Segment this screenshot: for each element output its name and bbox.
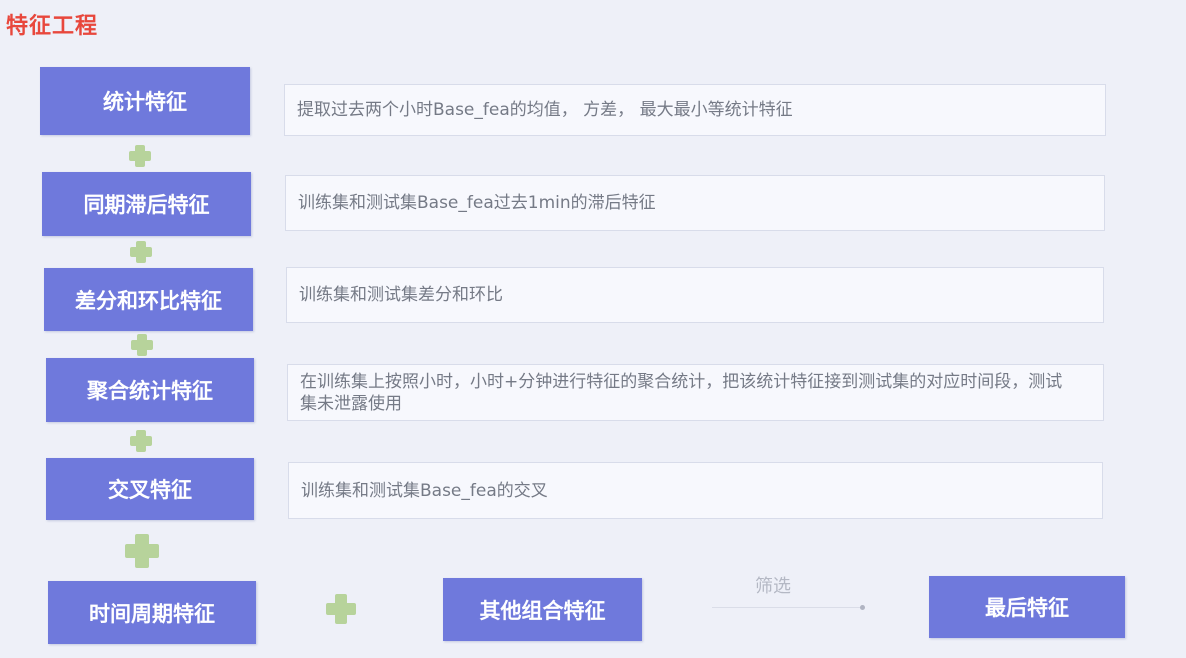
plus-icon (130, 430, 152, 452)
final-feature-box: 最后特征 (929, 576, 1125, 638)
step-desc-statistical: 提取过去两个小时Base_fea的均值， 方差， 最大最小等统计特征 (284, 84, 1106, 136)
step-label: 差分和环比特征 (75, 288, 222, 313)
step-desc-text: 训练集和测试集Base_fea过去1min的滞后特征 (298, 193, 656, 213)
step-desc-lag: 训练集和测试集Base_fea过去1min的滞后特征 (285, 175, 1105, 231)
step-desc-text: 在训练集上按照小时，小时+分钟进行特征的聚合统计，把该统计特征接到测试集的对应时… (300, 371, 1063, 414)
final-feature-label: 最后特征 (985, 596, 1069, 620)
slide-title: 特征工程 (6, 14, 99, 39)
plus-icon (129, 145, 151, 167)
plus-icon (125, 534, 159, 568)
other-combined-feature-box: 其他组合特征 (443, 578, 642, 641)
time-period-feature-box: 时间周期特征 (48, 581, 256, 644)
time-period-feature-label: 时间周期特征 (89, 601, 215, 626)
step-box-aggregate: 聚合统计特征 (46, 358, 254, 422)
step-box-cross: 交叉特征 (46, 458, 254, 520)
plus-icon (131, 334, 153, 356)
step-desc-text: 训练集和测试集差分和环比 (299, 285, 503, 305)
step-desc-diff: 训练集和测试集差分和环比 (286, 267, 1104, 323)
step-box-statistical: 统计特征 (40, 67, 250, 135)
plus-icon (130, 241, 152, 263)
arrow-head-icon (860, 605, 865, 610)
step-label: 统计特征 (103, 90, 187, 114)
step-desc-text: 提取过去两个小时Base_fea的均值， 方差， 最大最小等统计特征 (297, 100, 793, 120)
step-desc-text: 训练集和测试集Base_fea的交叉 (301, 480, 548, 501)
step-desc-cross: 训练集和测试集Base_fea的交叉 (288, 462, 1103, 519)
step-desc-aggregate: 在训练集上按照小时，小时+分钟进行特征的聚合统计，把该统计特征接到测试集的对应时… (287, 364, 1104, 421)
step-label: 同期滞后特征 (83, 193, 210, 217)
step-label: 聚合统计特征 (87, 379, 213, 403)
filter-arrow-line (712, 607, 862, 608)
step-box-diff: 差分和环比特征 (44, 268, 253, 331)
step-label: 交叉特征 (108, 478, 192, 502)
filter-label: 筛选 (755, 576, 791, 597)
step-box-lag: 同期滞后特征 (42, 172, 251, 236)
other-combined-feature-label: 其他组合特征 (479, 598, 606, 623)
plus-icon (326, 594, 356, 624)
